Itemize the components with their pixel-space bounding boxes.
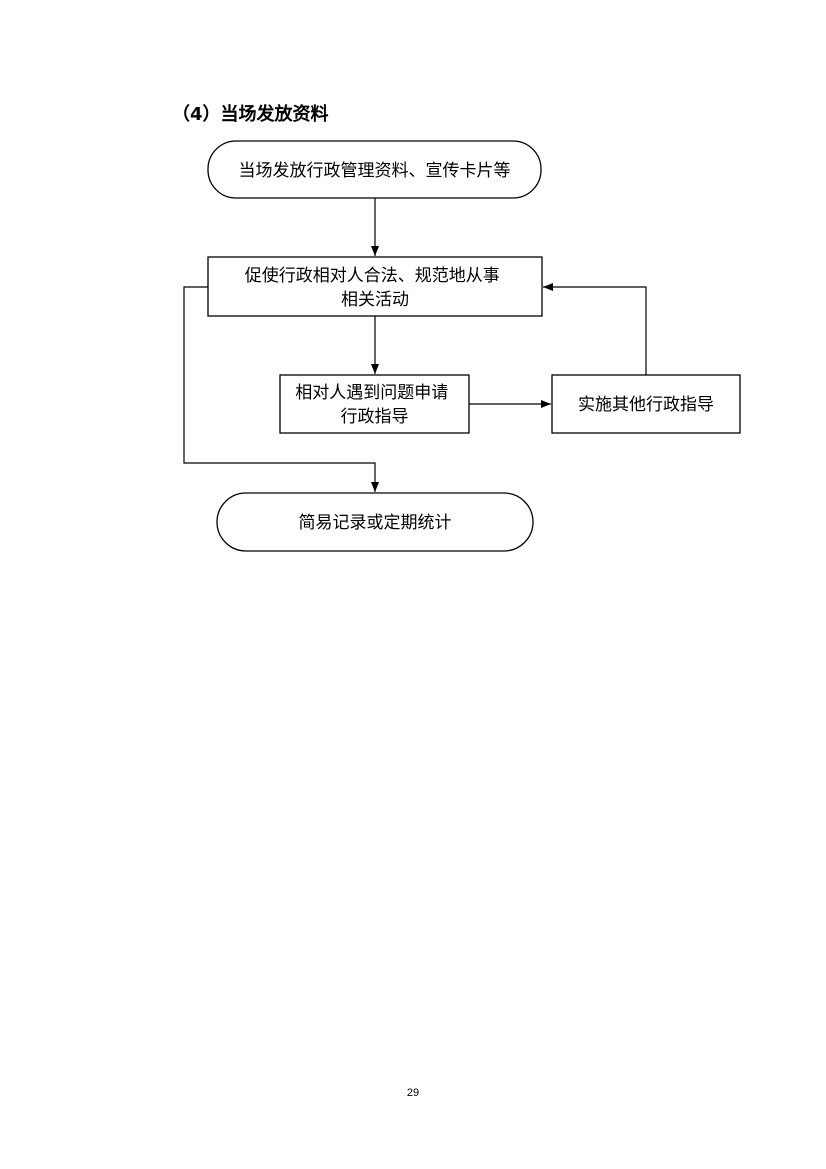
node-other-guidance: 实施其他行政指导 [551,374,741,434]
node-other-guidance-line-1: 实施其他行政指导 [578,395,714,415]
node-end: 简易记录或定期统计 [216,492,534,552]
node-start-line-1: 当场发放行政管理资料、宣传卡片等 [239,161,511,181]
section-heading: （4）当场发放资料 [172,104,329,125]
page-number: 29 [406,1087,420,1099]
node-promote-line-2: 相关活动 [341,290,409,310]
node-start: 当场发放行政管理资料、宣传卡片等 [207,140,542,199]
node-apply: 相对人遇到问题申请 行政指导 [279,374,470,434]
node-apply-line-2: 行政指导 [341,407,409,427]
svg-text:当场发放行政管理资料、宣传卡片等: 当场发放行政管理资料、宣传卡片等 [239,161,511,181]
svg-text:相对人遇到问题申请 行政指导: 相对人遇到问题申请 行政指导 [295,383,453,427]
node-promote: 促使行政相对人合法、规范地从事 相关活动 [207,256,543,317]
node-apply-line-1: 相对人遇到问题申请 [295,383,448,403]
node-other-guidance-shape [551,374,741,434]
edge-promote-to-end [183,286,379,492]
edge-other-guidance-to-promote [543,283,647,375]
node-promote-shape [207,256,543,317]
node-end-shape [216,492,534,552]
node-apply-shape [279,374,470,434]
svg-text:促使行政相对人合法、规范地从事 相关活动: 促使行政相对人合法、规范地从事 相关活动 [245,265,505,310]
svg-text:简易记录或定期统计: 简易记录或定期统计 [299,513,452,533]
node-end-line-1: 简易记录或定期统计 [299,513,452,533]
node-promote-line-1: 促使行政相对人合法、规范地从事 [245,265,500,286]
svg-text:实施其他行政指导: 实施其他行政指导 [578,395,714,415]
